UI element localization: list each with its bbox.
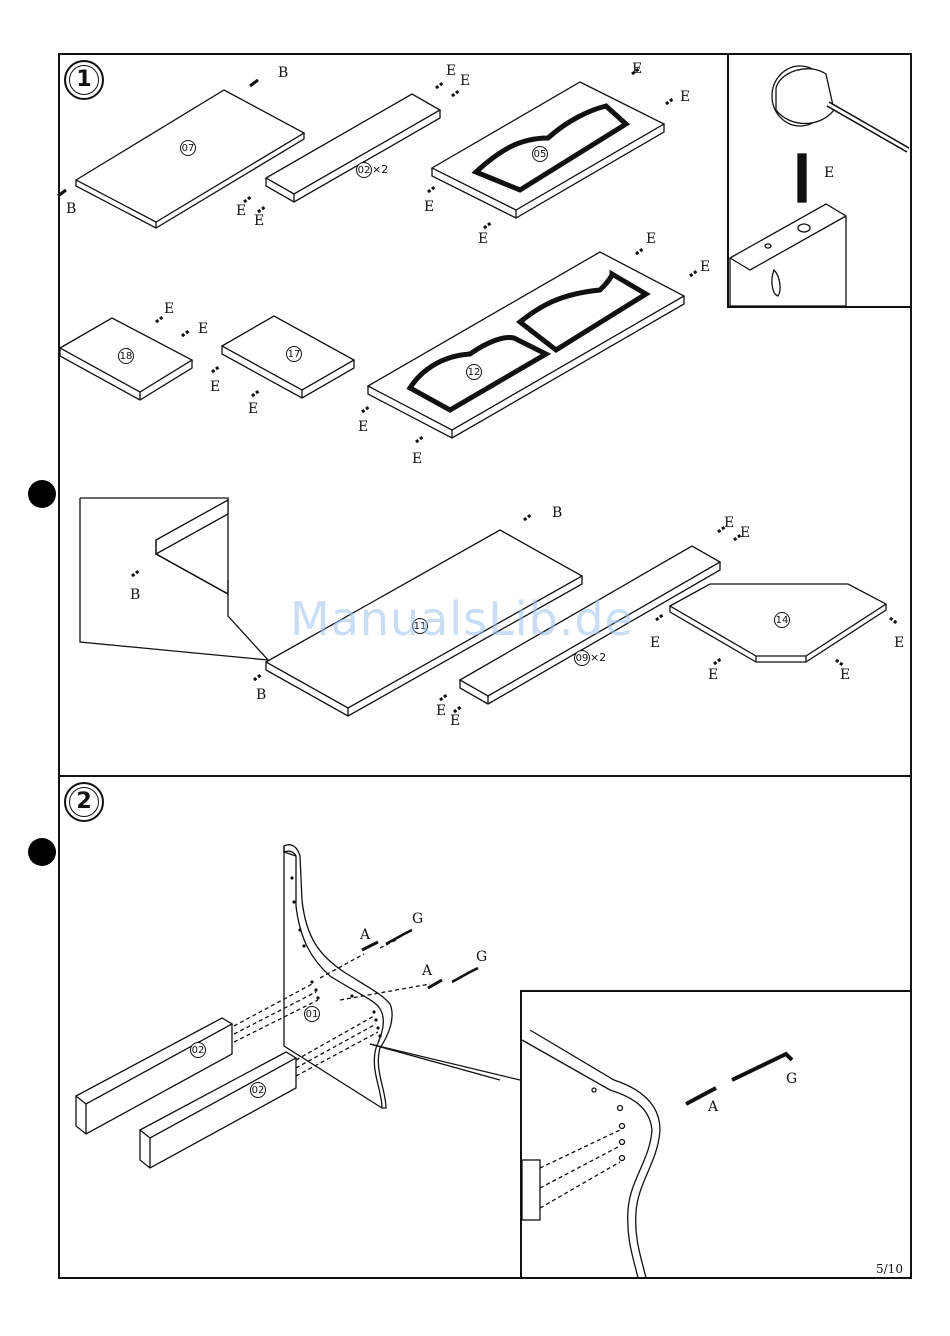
hardware-label-b-11-left: B: [256, 688, 266, 702]
hardware-label-e-17-a: E: [210, 380, 220, 394]
part-label-02x2: 02×2: [356, 162, 388, 178]
hardware-label-e-02-b: E: [460, 74, 470, 88]
hardware-label-g-2: G: [476, 950, 487, 964]
hardware-label-a-1: A: [360, 928, 370, 942]
hardware-label-e-14-c: E: [840, 668, 850, 682]
side-panel-01: [284, 845, 392, 1108]
hardware-label-e-14-a: E: [650, 636, 660, 650]
hardware-label-b-07-left: B: [66, 202, 76, 216]
part-label-09x2: 09×2: [574, 650, 606, 666]
part-09-quantity: ×2: [590, 651, 606, 664]
hardware-label-e-09-c: E: [436, 704, 446, 718]
hardware-label-e-02-d: E: [254, 214, 264, 228]
hardware-label-e-05-c: E: [424, 200, 434, 214]
part-label-14: 14: [774, 612, 790, 628]
part-label-18: 18: [118, 348, 134, 364]
hardware-label-e-18-b: E: [198, 322, 208, 336]
part-label-07: 07: [180, 140, 196, 156]
part-label-02-lower: 02: [250, 1082, 266, 1098]
hardware-label-e-mallet: E: [824, 166, 834, 180]
rail-02-upper: [76, 1018, 232, 1104]
hardware-label-e-09-b: E: [740, 526, 750, 540]
hardware-label-e-05-b: E: [680, 90, 690, 104]
part-label-05: 05: [532, 146, 548, 162]
part-label-17: 17: [286, 346, 302, 362]
hardware-label-e-09-d: E: [450, 714, 460, 728]
hardware-label-e-12-c: E: [358, 420, 368, 434]
hardware-label-e-14-b: E: [708, 668, 718, 682]
step-1-number: 1: [76, 69, 91, 91]
hardware-label-a-detail: A: [708, 1100, 718, 1114]
hardware-label-a-2: A: [422, 964, 432, 978]
part-label-01: 01: [304, 1006, 320, 1022]
hardware-label-g-detail: G: [786, 1072, 797, 1086]
part-label-02-upper: 02: [190, 1042, 206, 1058]
hardware-label-e-05-d: E: [478, 232, 488, 246]
watermark-text: ManualsLib.de: [290, 592, 634, 646]
hardware-label-e-12-b: E: [700, 260, 710, 274]
hardware-label-e-18-a: E: [164, 302, 174, 316]
hardware-label-e-02-a: E: [446, 64, 456, 78]
step-2-number: 2: [76, 791, 91, 813]
hardware-label-b-11-detail: B: [130, 588, 140, 602]
hardware-label-e-02-c: E: [236, 204, 246, 218]
rail-02-lower: [140, 1052, 296, 1138]
part-02-quantity: ×2: [372, 163, 388, 176]
hardware-label-e-14-d: E: [894, 636, 904, 650]
hardware-label-e-12-a: E: [646, 232, 656, 246]
hardware-label-e-09-a: E: [724, 516, 734, 530]
hardware-label-b-07-top: B: [278, 66, 288, 80]
hardware-label-e-17-b: E: [248, 402, 258, 416]
page-number: 5/10: [876, 1262, 903, 1276]
hardware-label-g-1: G: [412, 912, 423, 926]
part-label-12: 12: [466, 364, 482, 380]
hardware-label-e-05-a: E: [632, 62, 642, 76]
hardware-label-b-11-top: B: [552, 506, 562, 520]
hardware-label-e-12-d: E: [412, 452, 422, 466]
